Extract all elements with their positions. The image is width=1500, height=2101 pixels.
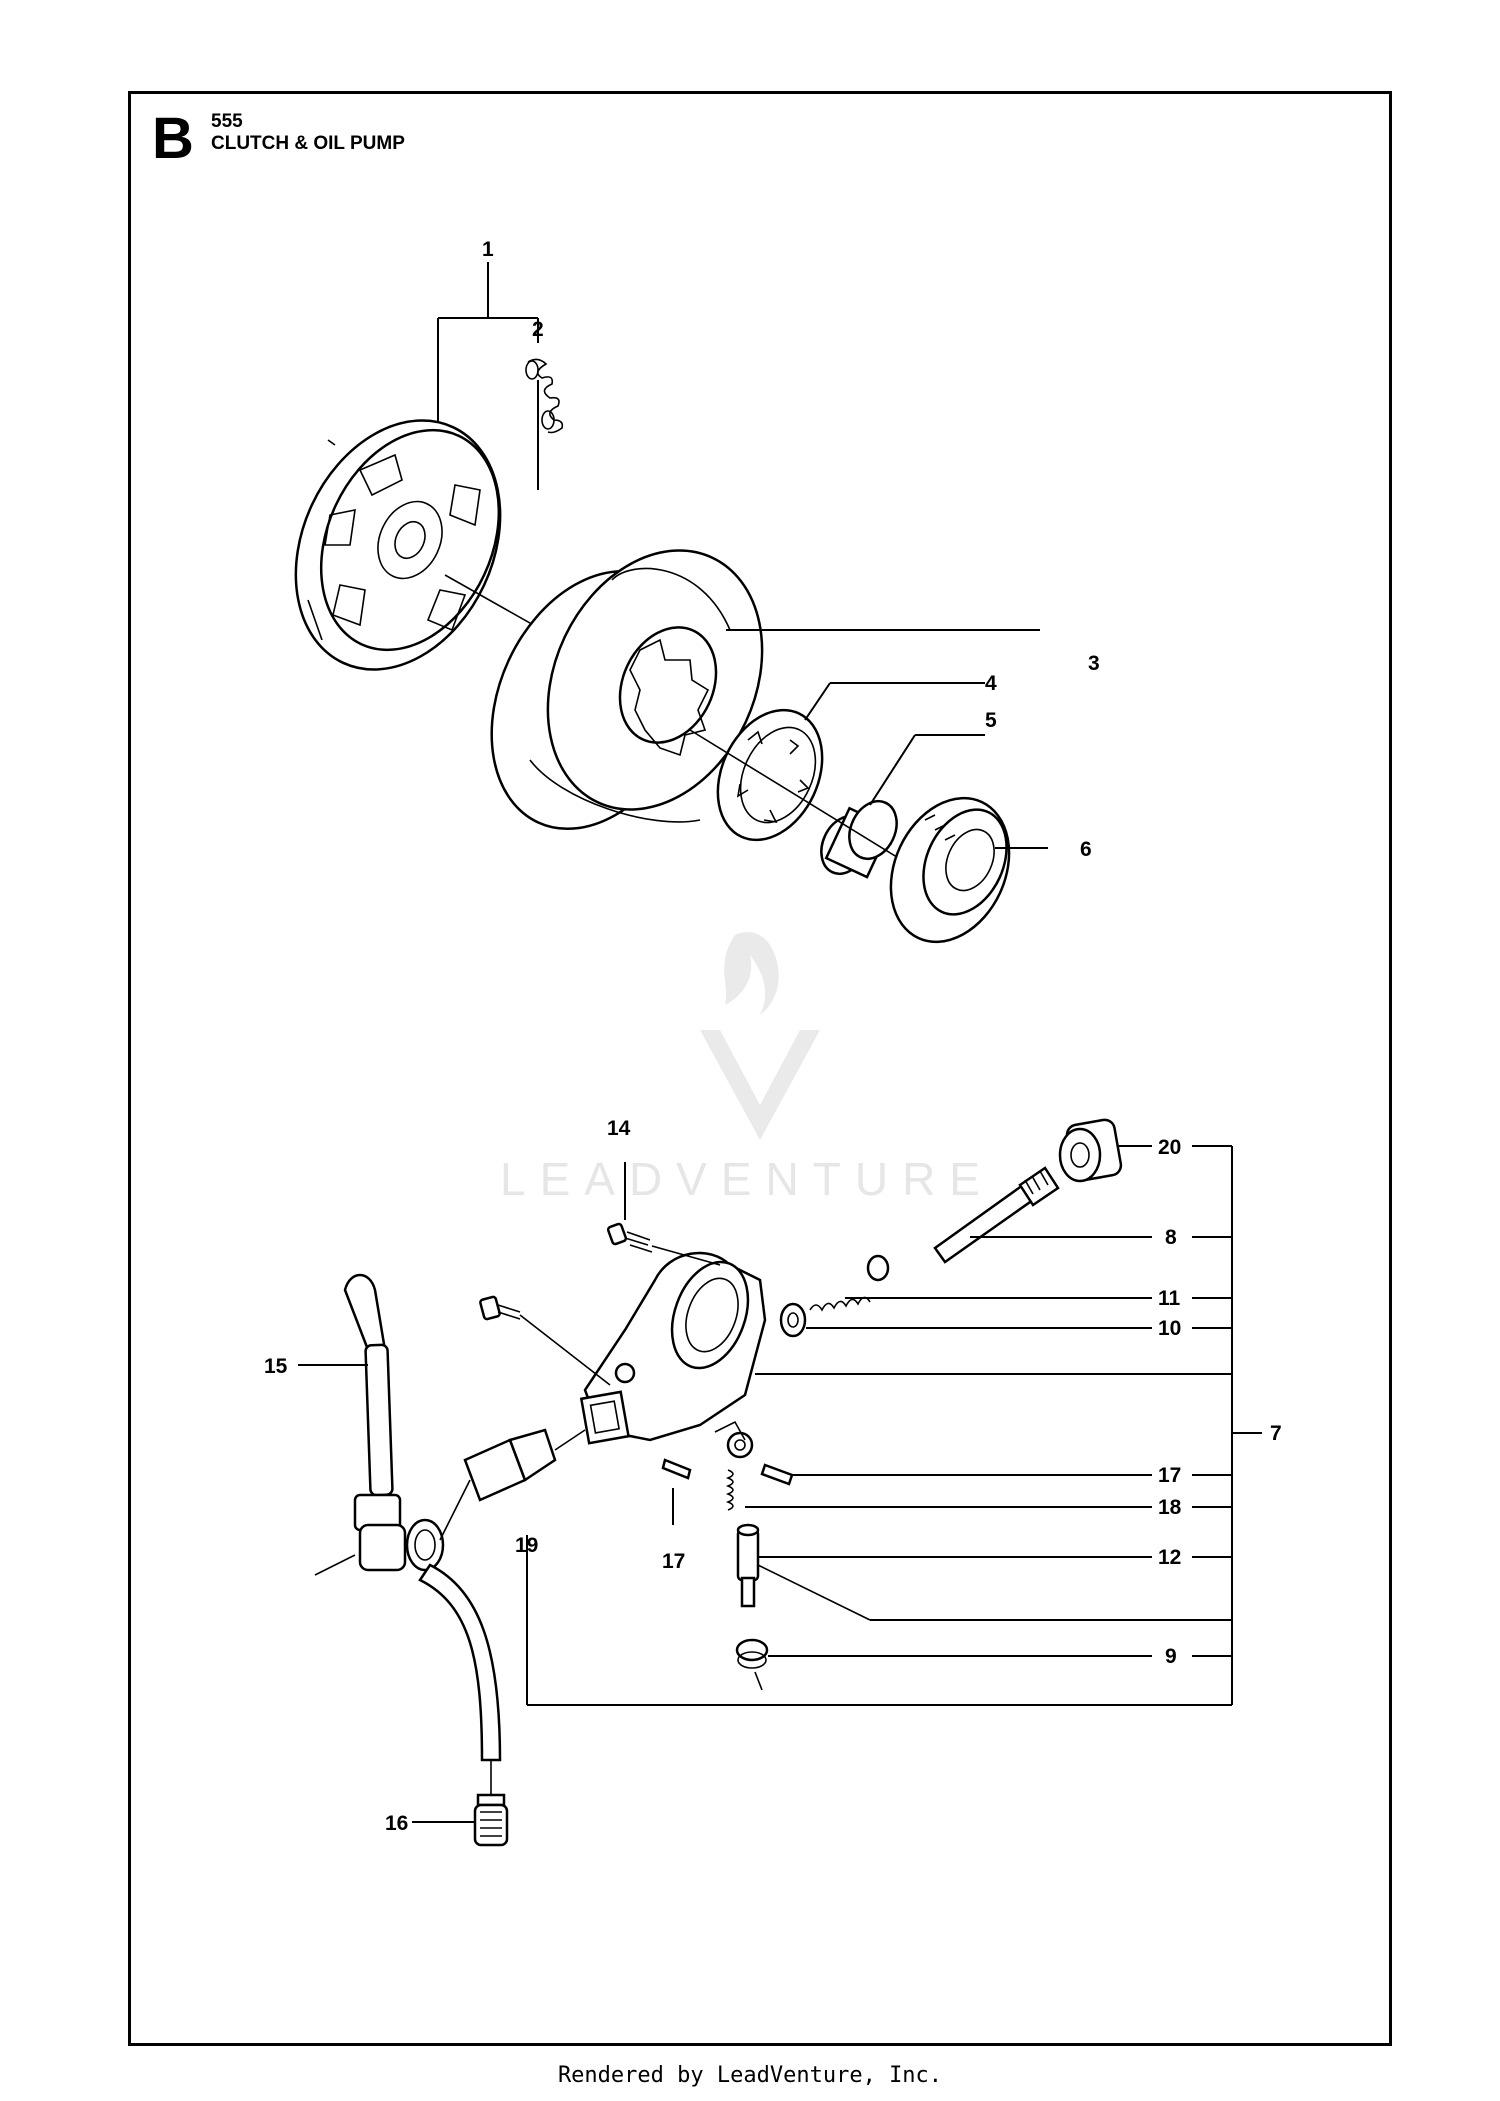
spring-18 xyxy=(725,1469,1152,1511)
callout-3: 3 xyxy=(1088,652,1100,675)
piston-12 xyxy=(736,1523,1232,1621)
oil-hose xyxy=(418,1563,502,1800)
footer-credit: Rendered by LeadVenture, Inc. xyxy=(557,2063,943,2088)
diagram-title: CLUTCH & OIL PUMP xyxy=(211,133,405,154)
hose-fitting xyxy=(314,1479,471,1576)
callout-17-right: 17 xyxy=(1158,1464,1181,1487)
watermark-logo: LEADVENTURE xyxy=(500,932,994,1205)
diagram-frame xyxy=(128,91,1392,2046)
pin-17-right xyxy=(760,1463,1152,1486)
callout-1-bracket xyxy=(437,262,539,490)
callout-10: 10 xyxy=(1158,1317,1181,1340)
callout-9: 9 xyxy=(1165,1645,1177,1668)
callout-5: 5 xyxy=(985,709,997,732)
callout-2: 2 xyxy=(532,318,544,341)
clutch-drum xyxy=(490,549,1040,831)
oil-filter-16 xyxy=(412,1793,509,1847)
screw-14 xyxy=(606,1162,721,1266)
spring-11 xyxy=(809,1254,1152,1312)
washer-10 xyxy=(779,1302,1152,1338)
callout-1: 1 xyxy=(482,238,494,261)
callout-7-bracket xyxy=(526,1145,1262,1706)
callout-12: 12 xyxy=(1158,1546,1181,1569)
section-letter: B xyxy=(152,106,194,171)
watermark-text: LEADVENTURE xyxy=(500,1153,994,1205)
pin-17-left xyxy=(661,1458,692,1525)
pump-shaft-8 xyxy=(933,1166,1152,1264)
clutch-spring xyxy=(525,358,564,434)
seal-9 xyxy=(735,1638,1152,1691)
callout-14: 14 xyxy=(607,1117,631,1140)
pump-screw-left xyxy=(479,1295,611,1386)
bushing-20 xyxy=(1058,1118,1152,1183)
callout-6: 6 xyxy=(1080,838,1092,861)
callout-18: 18 xyxy=(1158,1496,1182,1519)
oil-pump-body xyxy=(579,1251,767,1459)
callout-8: 8 xyxy=(1165,1226,1177,1249)
callout-15: 15 xyxy=(264,1355,288,1378)
callout-4: 4 xyxy=(985,672,997,695)
model-number: 555 xyxy=(211,111,243,132)
drive-washer xyxy=(889,796,1048,944)
callout-20: 20 xyxy=(1158,1136,1181,1159)
callout-19: 19 xyxy=(515,1534,538,1557)
callout-17-left: 17 xyxy=(662,1550,685,1573)
callout-11: 11 xyxy=(1158,1287,1181,1310)
oil-lever-15 xyxy=(298,1273,394,1497)
clutch-shoe-assembly xyxy=(294,419,561,671)
callout-16: 16 xyxy=(385,1812,408,1835)
rim-sprocket xyxy=(716,682,985,842)
callout-7: 7 xyxy=(1270,1422,1282,1445)
oil-strainer-19 xyxy=(463,1428,586,1575)
needle-bearing xyxy=(820,734,985,879)
